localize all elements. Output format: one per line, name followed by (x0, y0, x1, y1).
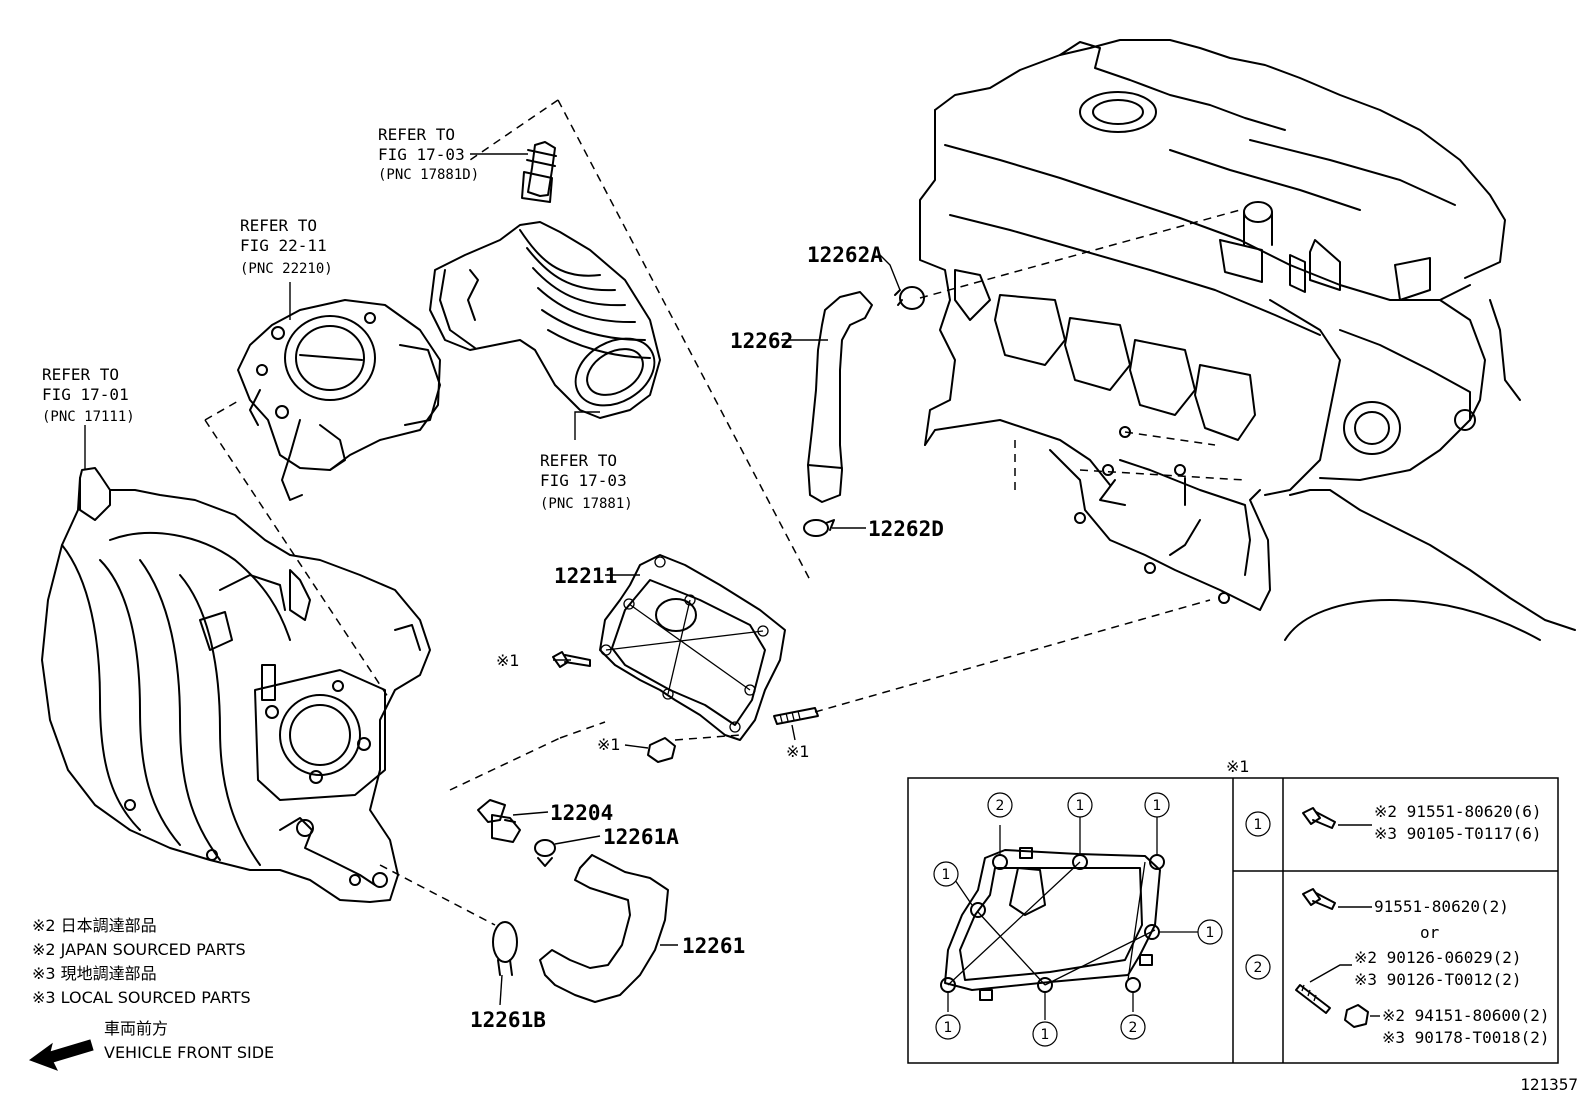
mark-1-stud: ※1 (786, 742, 810, 761)
part-label-12262: 12262 (730, 329, 793, 353)
ref-fig-22-11: REFER TO FIG 22-11 (PNC 22210) (240, 216, 333, 277)
table-row2-d: ※2 94151-80600(2) (1382, 1006, 1550, 1025)
table-row1-b: ※3 90105-T0117(6) (1374, 824, 1542, 843)
ref-line1: REFER TO (378, 125, 455, 144)
nut-illustration (647, 737, 676, 763)
connection-lines (204, 99, 1246, 926)
gasket-callouts: 2 1 1 1 1 1 1 2 (933, 792, 1223, 1047)
legend-line3: ※3 現地調達部品 (32, 964, 157, 983)
part-label-12262D: 12262D (868, 517, 944, 541)
stud-icon (1295, 984, 1331, 1014)
part-label-12211: 12211 (554, 564, 617, 588)
table-row2-b: ※2 90126-06029(2) (1354, 948, 1522, 967)
table-row2-e: ※3 90178-T0018(2) (1382, 1028, 1550, 1047)
table-row2-or: or (1420, 923, 1440, 942)
ref-fig-17-01: REFER TO FIG 17-01 (PNC 17111) (42, 365, 135, 425)
bolt-icon (1302, 888, 1336, 910)
leader-lines (84, 153, 901, 1006)
figure-number: 121357 (1520, 1075, 1578, 1094)
gasket-sketch (940, 815, 1198, 1020)
ref-line3: (PNC 17111) (42, 409, 135, 425)
part-label-12204: 12204 (550, 801, 613, 825)
ref-line1: REFER TO (540, 451, 617, 470)
part-label-12261: 12261 (682, 934, 745, 958)
legend-line2: ※2 JAPAN SOURCED PARTS (32, 940, 246, 959)
mark-1-nut: ※1 (597, 735, 621, 754)
clip-12261A-illustration (534, 839, 556, 867)
vehicle-front-indicator: 車両前方 VEHICLE FRONT SIDE (28, 1019, 274, 1071)
table-mark: ※1 (1226, 757, 1250, 776)
callout-2-top: 2 (996, 798, 1005, 814)
ref-line1: REFER TO (240, 216, 317, 235)
part-label-12261B: 12261B (470, 1008, 546, 1032)
callout-1: 1 (942, 867, 951, 883)
sourcing-legend: ※2 日本調達部品 ※2 JAPAN SOURCED PARTS ※3 現地調達… (32, 916, 251, 1007)
ref-line2: FIG 17-03 (540, 471, 627, 490)
part-label-12261A: 12261A (603, 825, 679, 849)
nut-icon (1344, 1004, 1369, 1028)
ref-line2: FIG 17-03 (378, 145, 465, 164)
housing-12211-illustration (599, 554, 786, 741)
air-inlet-hose-illustration (429, 221, 661, 419)
callout-1: 1 (1206, 925, 1215, 941)
table-row2-a: 91551-80620(2) (1374, 897, 1509, 916)
table-row1-key: 1 (1254, 817, 1263, 833)
table-row2-key: 2 (1254, 960, 1263, 976)
table-row1-a: ※2 91551-80620(6) (1374, 802, 1542, 821)
callout-2-bottom: 2 (1129, 1020, 1138, 1036)
ref-line2: FIG 22-11 (240, 236, 327, 255)
throttle-body-illustration (237, 299, 441, 501)
ref-fig-17-03-hose: REFER TO FIG 17-03 (PNC 17881) (540, 451, 633, 512)
ref-line3: (PNC 22210) (240, 261, 333, 277)
callout-1: 1 (1153, 798, 1162, 814)
inlet-connector-illustration (521, 141, 557, 203)
valve-12204-illustration (477, 799, 521, 843)
hose-12262-illustration (807, 291, 873, 503)
ref-line2: FIG 17-01 (42, 385, 129, 404)
front-label-en: VEHICLE FRONT SIDE (104, 1043, 274, 1062)
ref-fig-17-03-inlet: REFER TO FIG 17-03 (PNC 17881D) (378, 125, 479, 183)
callout-1: 1 (944, 1020, 953, 1036)
part-label-12262A: 12262A (807, 243, 883, 267)
arrow-left-icon (28, 1039, 94, 1071)
gasket-detail-table: ※1 2 1 (907, 757, 1559, 1064)
intake-manifold-illustration (41, 467, 431, 903)
ref-line3: (PNC 17881) (540, 496, 633, 512)
clip-12261B-illustration (492, 921, 518, 976)
ref-line1: REFER TO (42, 365, 119, 384)
ref-line3: (PNC 17881D) (378, 167, 479, 183)
mark-1-bolt: ※1 (496, 651, 520, 670)
legend-line1: ※2 日本調達部品 (32, 916, 157, 935)
bolt-icon (1302, 807, 1336, 829)
stud-bolt-illustration (773, 707, 819, 725)
legend-line4: ※3 LOCAL SOURCED PARTS (32, 988, 251, 1007)
bolt-illustration (552, 651, 591, 668)
engine-block-illustration (919, 39, 1576, 641)
callout-1: 1 (1041, 1027, 1050, 1043)
callout-1: 1 (1076, 798, 1085, 814)
clip-12262A-illustration (894, 286, 925, 310)
clip-12262D-illustration (803, 519, 835, 537)
hose-12261-illustration (539, 854, 669, 1003)
front-label-jp: 車両前方 (104, 1019, 168, 1038)
table-row2-c: ※3 90126-T0012(2) (1354, 970, 1522, 989)
